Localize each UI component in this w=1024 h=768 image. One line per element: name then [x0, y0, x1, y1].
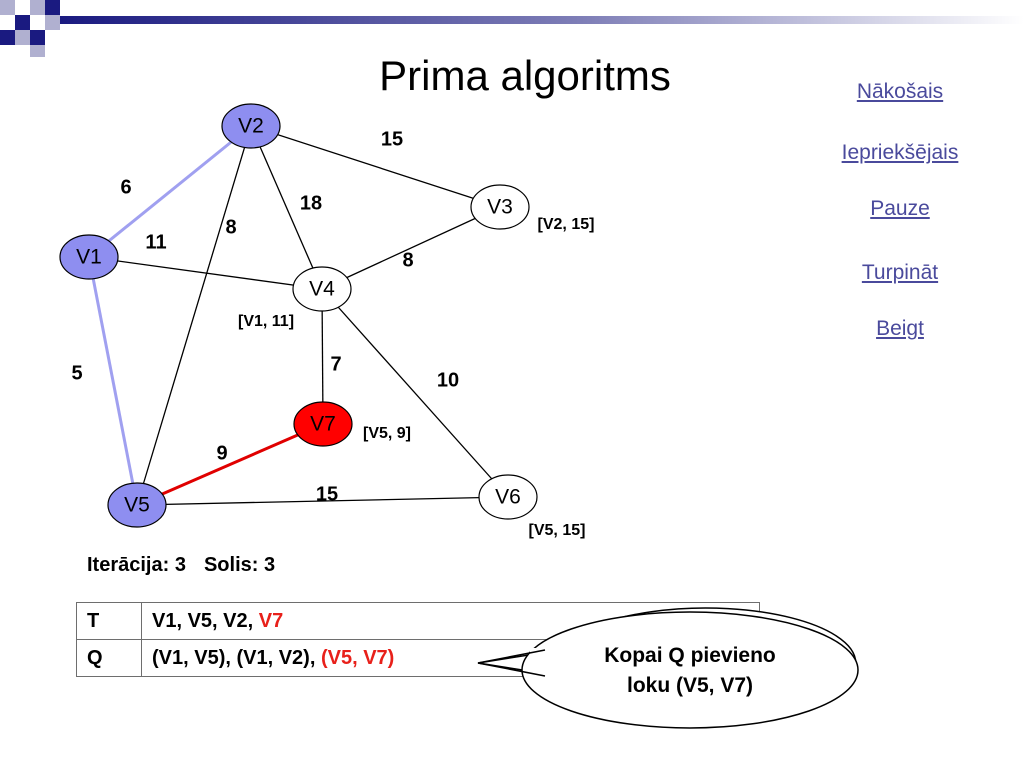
page-title: Prima algoritms	[379, 52, 671, 99]
key-label-v6: [V5, 15]	[529, 522, 586, 539]
node-label-v2: V2	[238, 115, 264, 138]
edge-v5-v7	[136, 422, 324, 507]
edge-v1-v5	[87, 256, 139, 506]
tree-vertices: V1, V5, V2,	[152, 609, 259, 632]
node-label-v1: V1	[76, 246, 102, 269]
node-v5	[107, 482, 167, 528]
step-counter: Solis: 3	[203, 554, 276, 576]
node-label-v3: V3	[487, 196, 513, 219]
edge-weight-v4-v7: 7	[330, 353, 341, 375]
node-label-v6: V6	[495, 486, 521, 509]
iteration-counter: Iterācija: 3	[87, 554, 186, 576]
callout-pointer	[477, 649, 546, 677]
edge-v2-v5	[136, 125, 252, 506]
edge-v3-v4	[321, 206, 501, 290]
node-v6	[478, 474, 538, 520]
row-label-q: Q	[76, 639, 142, 677]
callout-line-1: Kopai Q pievieno	[604, 644, 776, 667]
edge-weight-v3-v4: 8	[402, 249, 413, 271]
node-v4	[292, 266, 352, 312]
edge-weight-v4-v6: 10	[437, 369, 459, 391]
edge-weight-v1-v5: 5	[71, 362, 82, 384]
edge-weight-v2-v5: 8	[225, 216, 236, 238]
node-v7	[293, 401, 353, 447]
pause-link[interactable]: Pauze	[870, 197, 930, 220]
edge-v2-v4	[250, 125, 323, 290]
node-label-v7: V7	[310, 413, 336, 436]
tree-vertex-new: V7	[258, 609, 284, 632]
edge-weight-v5-v7: 9	[216, 442, 227, 464]
corner-decoration	[0, 0, 1024, 57]
node-v1	[59, 234, 119, 280]
edge-v1-v2	[88, 124, 252, 259]
header-gradient-bar	[60, 16, 1024, 24]
continue-link[interactable]: Turpināt	[861, 261, 939, 284]
node-label-v4: V4	[309, 278, 335, 301]
edge-v4-v6	[321, 288, 509, 498]
edge-weight-v1-v4: 11	[145, 231, 166, 253]
previous-link[interactable]: Iepriekšējais	[841, 141, 959, 164]
row-label-t: T	[76, 602, 142, 640]
edge-v5-v6	[136, 496, 509, 506]
edge-weight-v2-v4: 18	[300, 192, 322, 214]
key-label-v4: [V1, 11]	[238, 313, 294, 330]
edge-set-new: (V5, V7)	[320, 646, 395, 669]
node-v2	[221, 103, 281, 149]
callout-line-2: loku (V5, V7)	[626, 674, 754, 697]
status-line: Iterācija: 3 Solis: 3	[87, 554, 275, 577]
edge-weight-v2-v3: 15	[381, 128, 403, 150]
edge-weight-v5-v6: 15	[316, 483, 338, 505]
callout-ellipse	[521, 611, 859, 729]
edge-weight-v1-v2: 6	[120, 176, 131, 198]
node-v3	[470, 184, 530, 230]
key-label-v7: [V5, 9]	[363, 425, 411, 442]
end-link[interactable]: Beigt	[876, 317, 924, 340]
edge-set: (V1, V5), (V1, V2),	[152, 646, 321, 669]
edge-v1-v4	[88, 256, 323, 290]
callout-text: Kopai Q pievieno loku (V5, V7)	[560, 641, 820, 701]
key-label-v3: [V2, 15]	[538, 216, 595, 233]
node-label-v5: V5	[124, 494, 150, 517]
next-link[interactable]: Nākošais	[856, 80, 944, 103]
edge-v2-v3	[250, 125, 501, 208]
